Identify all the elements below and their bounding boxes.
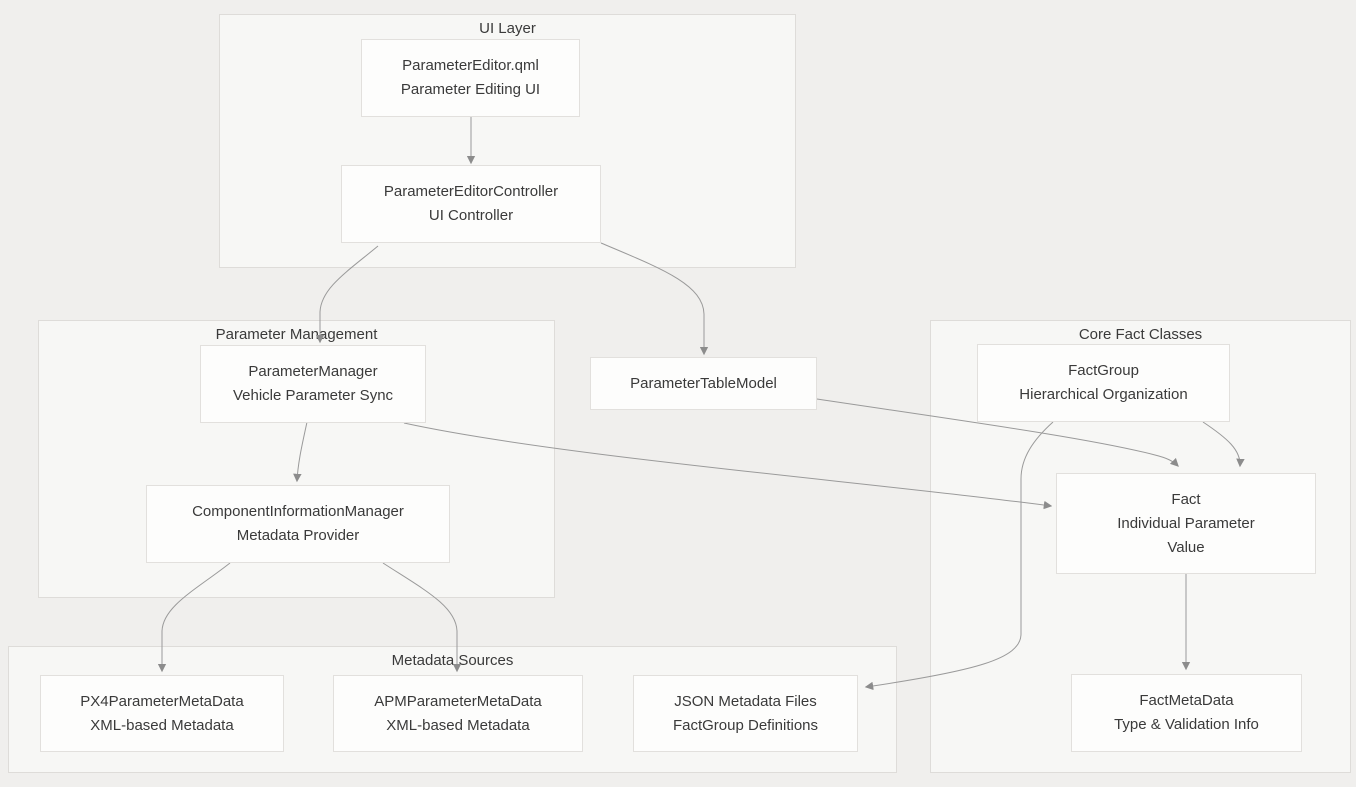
node-label-line: PX4ParameterMetaData bbox=[80, 692, 244, 710]
edge-factgroup-to-jsonmetadatafiles bbox=[864, 421, 1054, 691]
edge-componentinformationmanager-to-apmparametermetadata bbox=[382, 562, 462, 673]
edge-factgroup-to-fact bbox=[1202, 421, 1245, 468]
node-label-line: ParameterEditorController bbox=[383, 183, 559, 200]
cluster-ui-layer-label: UI Layer bbox=[479, 20, 536, 37]
node-label-line: JSON Metadata Files bbox=[674, 692, 817, 710]
node-label-line: XML-based Metadata bbox=[90, 716, 234, 734]
node-label-line: ComponentInformationManager bbox=[192, 503, 404, 520]
node-label-line: XML-based Metadata bbox=[386, 716, 530, 734]
cluster-parameter-management-label: Parameter Management bbox=[215, 326, 378, 343]
node-label-line: Metadata Provider bbox=[236, 527, 360, 544]
edge-parametertablemodel-to-fact bbox=[816, 398, 1179, 467]
node-label-line: Individual Parameter bbox=[1117, 514, 1255, 532]
node-apm-parameter-metadata: APMParameterMetaData XML-based Metadata bbox=[333, 675, 583, 752]
node-parameter-table-model: ParameterTableModel bbox=[590, 357, 817, 410]
cluster-metadata-sources-label: Metadata Sources bbox=[391, 652, 514, 669]
node-fact: Fact Individual Parameter Value bbox=[1056, 473, 1316, 574]
node-label-line: Value bbox=[1167, 538, 1205, 556]
edge-parametereditorcontroller-to-parametermanager bbox=[315, 245, 379, 344]
node-label-line: APMParameterMetaData bbox=[374, 692, 542, 710]
node-label-line: UI Controller bbox=[428, 207, 514, 224]
node-fact-metadata: FactMetaData Type & Validation Info bbox=[1071, 674, 1302, 752]
node-label-line: Vehicle Parameter Sync bbox=[232, 387, 394, 404]
node-label-line: ParameterManager bbox=[248, 363, 378, 380]
node-label-line: ParameterEditor.qml bbox=[402, 57, 539, 74]
node-label-line: Type & Validation Info bbox=[1114, 716, 1259, 733]
node-fact-group: FactGroup Hierarchical Organization bbox=[977, 344, 1230, 422]
cluster-core-fact-classes-label: Core Fact Classes bbox=[1078, 326, 1203, 343]
node-label-line: FactGroup Definitions bbox=[672, 716, 819, 734]
edge-parametereditorcontroller-to-parametertablemodel bbox=[600, 242, 709, 356]
node-label-line: Parameter Editing UI bbox=[400, 81, 541, 98]
node-parameter-editor-qml: ParameterEditor.qml Parameter Editing UI bbox=[361, 39, 580, 117]
edge-componentinformationmanager-to-px4parametermetadata bbox=[157, 562, 231, 673]
node-label-line: FactMetaData bbox=[1139, 692, 1234, 709]
node-label-line: Fact bbox=[1171, 490, 1201, 508]
node-json-metadata-files: JSON Metadata Files FactGroup Definition… bbox=[633, 675, 858, 752]
edge-parametermanager-to-componentinformationmanager bbox=[293, 421, 308, 483]
node-parameter-editor-controller: ParameterEditorController UI Controller bbox=[341, 165, 601, 243]
node-px4-parameter-metadata: PX4ParameterMetaData XML-based Metadata bbox=[40, 675, 284, 752]
node-component-information-manager: ComponentInformationManager Metadata Pro… bbox=[146, 485, 450, 563]
edge-parametermanager-to-fact bbox=[403, 422, 1053, 510]
node-label-line: ParameterTableModel bbox=[630, 374, 777, 392]
node-parameter-manager: ParameterManager Vehicle Parameter Sync bbox=[200, 345, 426, 423]
node-label-line: Hierarchical Organization bbox=[1019, 386, 1188, 403]
node-label-line: FactGroup bbox=[1068, 362, 1139, 379]
